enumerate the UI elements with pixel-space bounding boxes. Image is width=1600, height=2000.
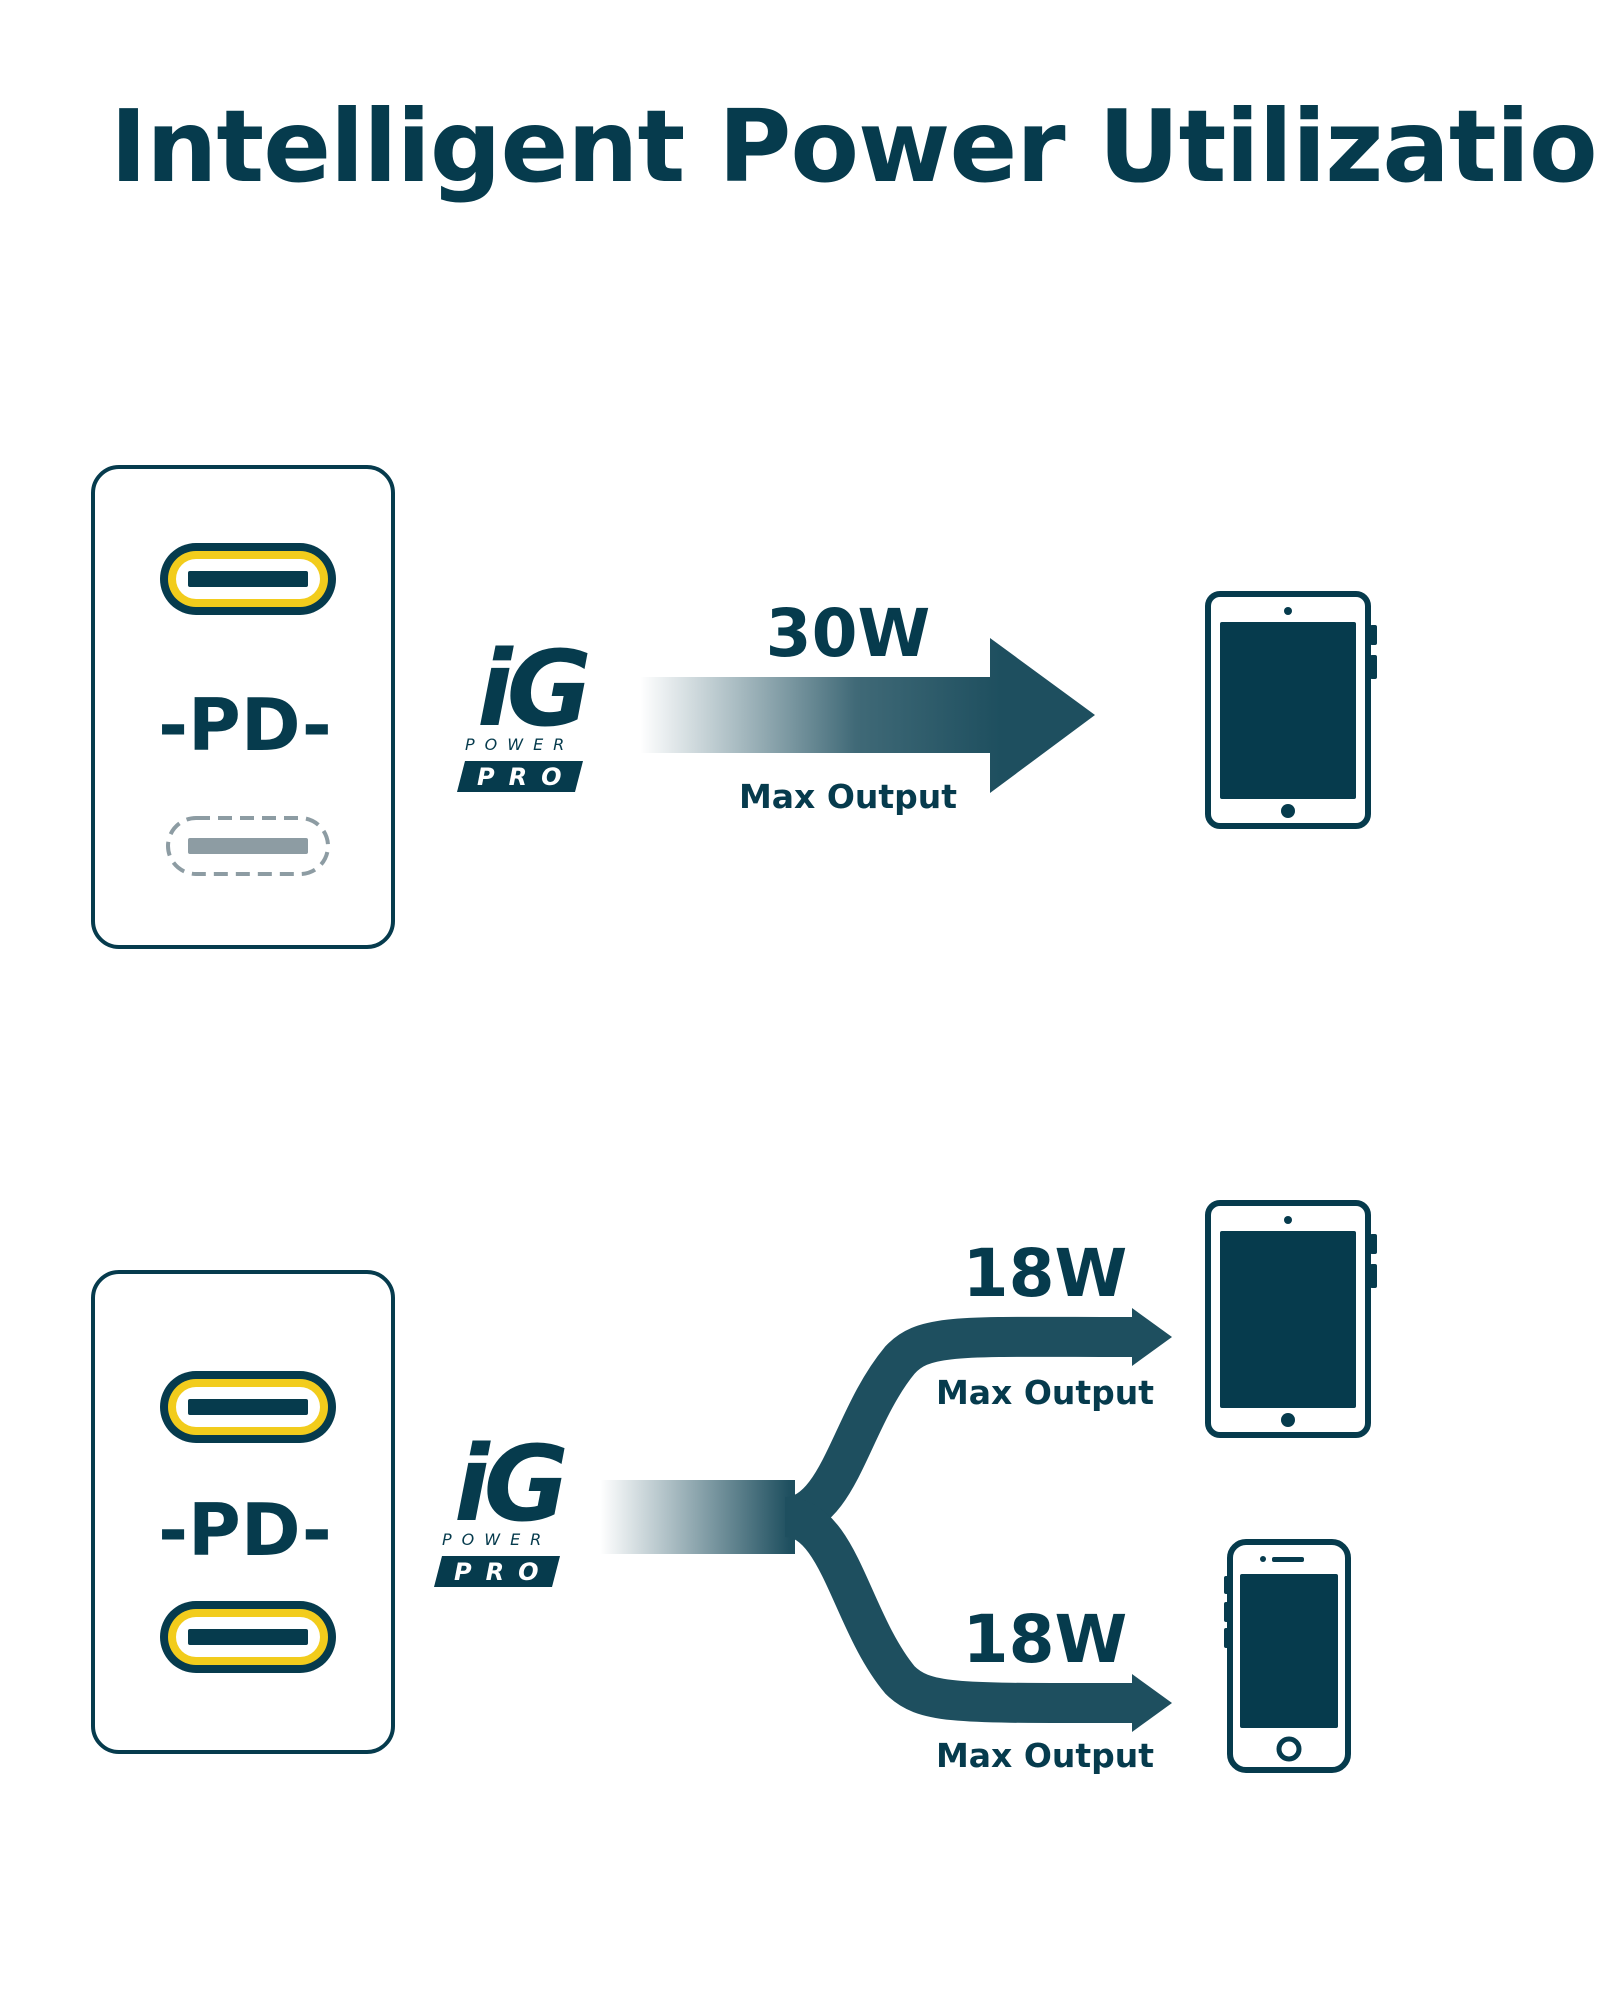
max-output-label: Max Output xyxy=(936,1373,1154,1412)
ig-power-pro-logo: iG POWER PRO xyxy=(434,1423,571,1587)
max-output-label: Max Output xyxy=(936,1736,1154,1775)
logo-pro-text: PRO xyxy=(477,763,575,791)
logo-power-text: POWER xyxy=(442,1530,551,1549)
power-value-30w: 30W xyxy=(766,595,931,672)
scenario-dual: -PD- iG POWER PRO 18W Max Output 18W Max… xyxy=(91,1200,1377,1775)
phone-icon xyxy=(1224,1539,1351,1773)
scenario-single: -PD- iG POWER PRO 30W Max Output xyxy=(91,465,1377,949)
logo-power-text: POWER xyxy=(465,735,574,754)
usb-c-port-inactive xyxy=(166,816,330,876)
tablet-icon xyxy=(1205,591,1377,829)
power-arrow xyxy=(640,638,1095,793)
page-title: Intelligent Power Utilization xyxy=(110,88,1600,205)
usb-c-port-active xyxy=(160,543,336,615)
split-arrow xyxy=(600,1308,1172,1732)
logo-ig-text: iG xyxy=(477,628,588,750)
ig-power-pro-logo: iG POWER PRO xyxy=(457,628,594,792)
power-value-18w-tablet: 18W xyxy=(963,1235,1128,1312)
logo-ig-text: iG xyxy=(454,1423,565,1545)
power-value-18w-phone: 18W xyxy=(963,1601,1128,1678)
tablet-icon xyxy=(1205,1200,1377,1438)
max-output-label: Max Output xyxy=(739,777,957,816)
logo-pro-text: PRO xyxy=(454,1558,552,1586)
usb-c-port-active xyxy=(160,1371,336,1443)
charger-label: -PD- xyxy=(158,1488,332,1572)
usb-c-port-active xyxy=(160,1601,336,1673)
charger-label: -PD- xyxy=(158,683,332,767)
